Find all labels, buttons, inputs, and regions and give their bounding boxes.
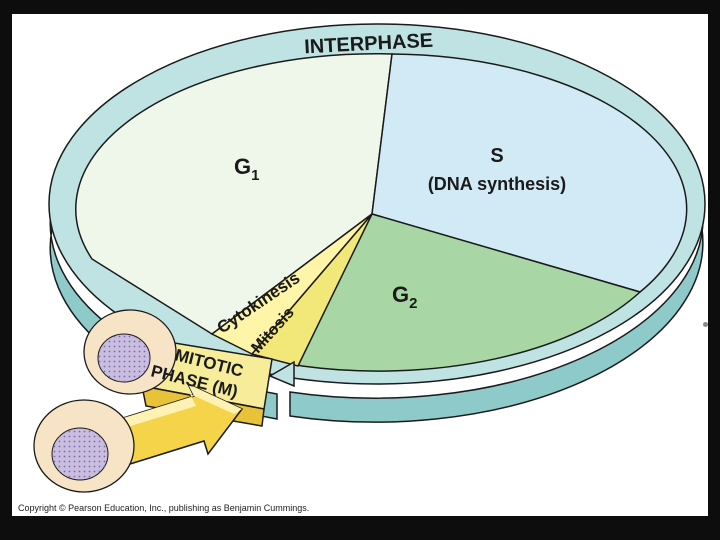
nucleus-texture — [52, 428, 108, 480]
interphase-arrow-head — [268, 360, 295, 388]
arrow-face — [120, 384, 242, 428]
g1-label-main: G — [234, 154, 251, 179]
cell-top — [83, 309, 177, 395]
cell-bottom — [33, 399, 135, 493]
g2-label-sub: 2 — [409, 295, 417, 312]
ring-side-right — [289, 203, 704, 423]
cytokinesis-sector — [210, 213, 373, 355]
copyright-notice: Copyright © Pearson Education, Inc., pub… — [18, 503, 310, 513]
nucleus-texture — [98, 334, 150, 382]
s-phase-label: S — [490, 145, 503, 167]
arrow-head — [268, 360, 295, 388]
cell-cycle-diagram: INTERPHASE S (DNA synthesis) G1 G2 Cytok… — [33, 23, 706, 493]
phase-sectors — [75, 53, 688, 372]
g1-sector — [75, 53, 393, 335]
slide: INTERPHASE S (DNA synthesis) G1 G2 Cytok… — [12, 14, 708, 516]
mitotic-phase-arrow — [119, 338, 273, 465]
g1-label-sub: 1 — [251, 167, 259, 184]
decorative-dot — [703, 322, 708, 327]
g2-label-main: G — [392, 282, 409, 307]
s-phase-sublabel: (DNA synthesis) — [428, 174, 566, 194]
g2-label: G2 — [392, 282, 417, 312]
s-sector — [371, 53, 688, 293]
g1-label: G1 — [234, 154, 259, 184]
